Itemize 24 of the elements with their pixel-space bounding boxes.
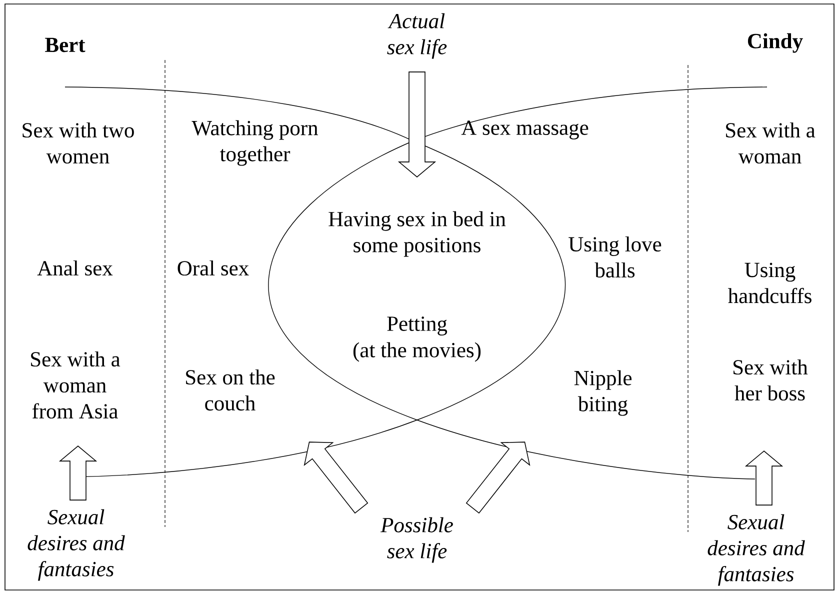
person-name: Bert: [45, 38, 86, 52]
activity-label: Anal sex: [37, 260, 113, 276]
activity-label: Petting: [387, 316, 448, 336]
activity-label: Sex with a woman: [726, 122, 816, 164]
block-arrow: [398, 72, 436, 178]
category-label: Sexual desires and fantasies: [28, 509, 125, 581]
block-arrow: [58, 446, 98, 500]
person-name: Cindy: [748, 33, 803, 53]
activity-label: Sex with two women: [22, 122, 134, 164]
activity-label: (at the movies): [353, 342, 481, 362]
activity-label: Sex with her boss: [734, 359, 808, 401]
category-label: Sexual desires and fantasies: [708, 514, 805, 586]
activity-label: Nipple biting: [574, 370, 632, 416]
category-label: Possible sex life: [380, 517, 453, 563]
activity-label: Using love balls: [568, 236, 662, 278]
activity-label: Sex with a woman from Asia: [31, 351, 120, 419]
activity-label: Sex on the couch: [186, 369, 275, 411]
activity-label: Oral sex: [178, 260, 249, 276]
activity-label: Watching porn together: [192, 120, 318, 166]
block-arrow: [744, 450, 784, 506]
activity-label: Using handcuffs: [728, 262, 812, 304]
category-label: Actual sex life: [387, 13, 447, 59]
activity-label: A sex massage: [461, 120, 588, 140]
activity-label: Having sex in bed in some positions: [328, 211, 506, 257]
